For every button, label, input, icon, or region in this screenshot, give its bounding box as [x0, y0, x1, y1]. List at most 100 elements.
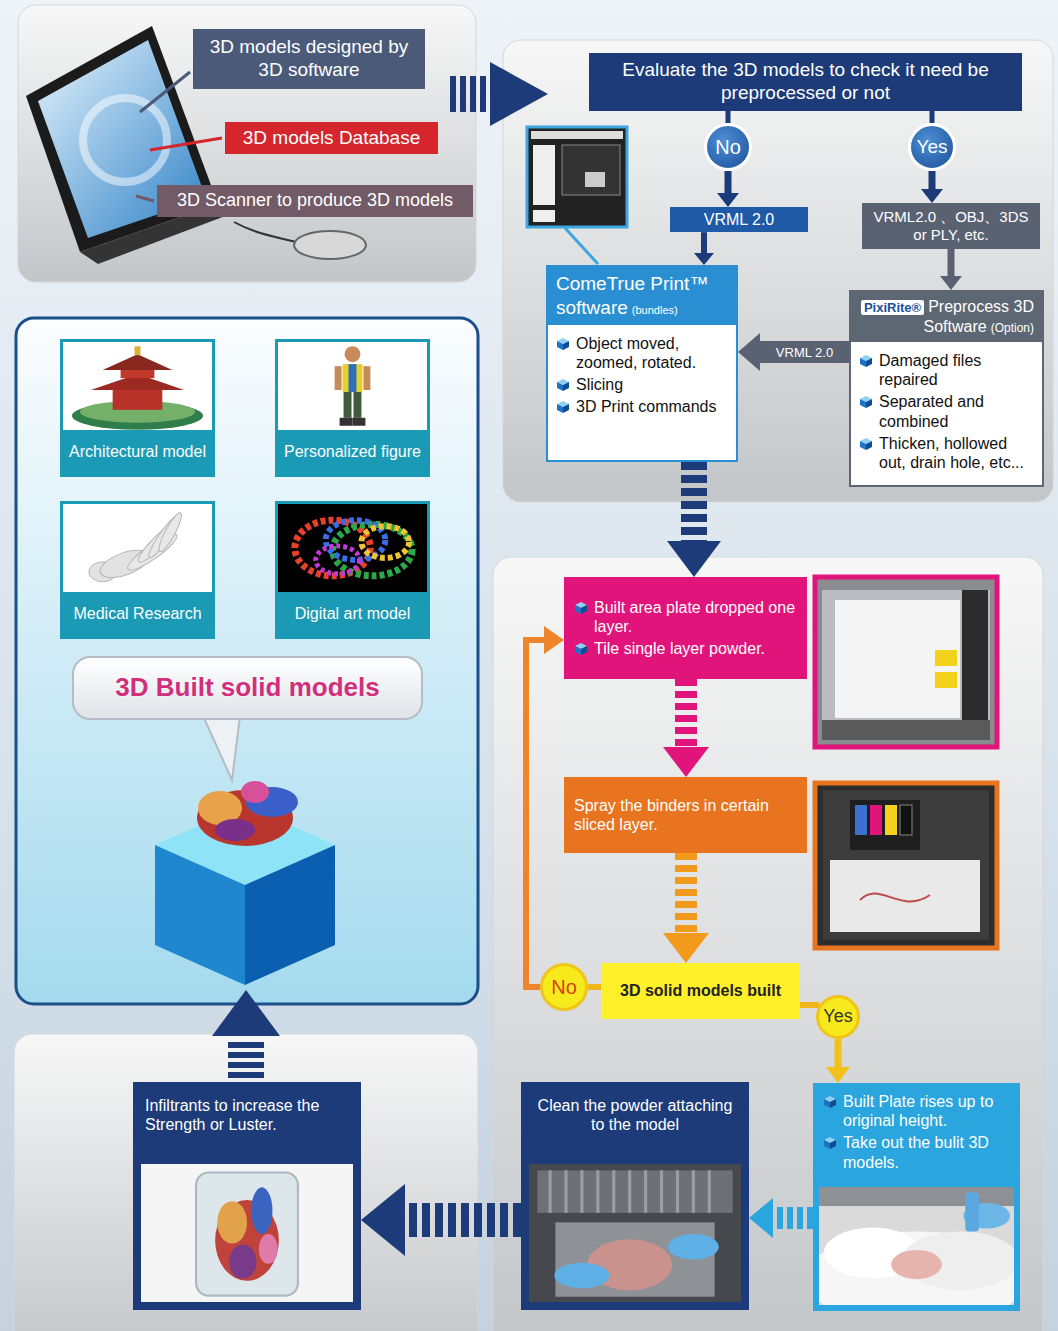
node-text: 3D models designed by 3D software — [203, 36, 415, 82]
format-box: VRML2.0 、OBJ、3DS or PLY, etc. — [862, 203, 1040, 249]
arrow-bar — [450, 76, 456, 112]
arrow-bar — [228, 1052, 264, 1058]
node-text: PixiRite® — [861, 300, 924, 315]
photo-part — [935, 650, 957, 666]
node-text: Architectural model — [67, 442, 208, 461]
bullet-item: Separated and combined — [859, 392, 1034, 430]
arrow-bar — [480, 76, 486, 112]
photo-shape — [316, 546, 360, 574]
text-area: Evaluate the 3D models to check it need … — [589, 53, 1022, 111]
tile-label: Personalized figure — [278, 430, 427, 474]
photo-shape — [349, 364, 357, 392]
source-box: 3D models designed by 3D software — [193, 29, 425, 89]
text-area: 3D Built solid models — [74, 666, 421, 709]
photo-part — [860, 894, 930, 902]
cube-face — [575, 646, 581, 655]
photo-part — [962, 590, 988, 740]
callout-line — [565, 228, 598, 264]
photo — [63, 504, 212, 592]
flow-arrow — [450, 62, 548, 126]
node-text: Separated and combined — [879, 392, 1034, 430]
node-text: Yes — [917, 136, 948, 159]
cube-bullet — [823, 1095, 837, 1109]
text-area: VRML2.0 、OBJ、3DS or PLY, etc. — [862, 204, 1040, 248]
panel-body: Object moved, zoomed, rotated.Slicing3D … — [548, 325, 736, 426]
screenshot — [527, 127, 627, 227]
process-box: Clean the powder attaching to the model — [521, 1082, 749, 1310]
photo-part — [823, 790, 989, 940]
screenshot-part — [533, 145, 555, 205]
heart-model — [215, 819, 255, 841]
flow-connector — [929, 171, 936, 189]
screenshot-part — [531, 131, 623, 139]
cube-face — [866, 441, 872, 450]
text-area: 3D models designed by 3D software — [193, 30, 425, 88]
flow-connector — [725, 171, 732, 193]
arrow-bar — [228, 1072, 264, 1078]
text-area: Spray the binders in certain sliced laye… — [564, 790, 807, 840]
arrow-bar — [228, 1062, 264, 1068]
photo-shape — [345, 346, 361, 362]
text-area: VRML 2.0 — [670, 207, 808, 232]
photo-drawing — [278, 342, 427, 430]
screenshot-part — [562, 145, 620, 195]
mouse-cable — [234, 222, 296, 242]
node-text: Tile single layer powder. — [594, 639, 765, 658]
photo-shape — [363, 366, 370, 390]
photo-shape — [965, 1192, 979, 1231]
photo-part — [822, 720, 990, 740]
printer-photo — [815, 783, 997, 948]
cube-face — [557, 382, 563, 391]
cube-bullet — [859, 395, 873, 409]
screenshot-part — [533, 210, 555, 222]
heart-model — [241, 781, 269, 803]
speech-bubble: 3D Built solid models — [72, 656, 423, 720]
bullet-item: Thicken, hollowed out, drain hole, etc..… — [859, 434, 1034, 472]
photo-shape — [251, 1187, 272, 1234]
photo — [529, 1164, 741, 1302]
node-text: 3D Print commands — [576, 397, 717, 416]
flow-connector — [675, 679, 697, 747]
cube-face — [581, 605, 587, 614]
panel — [493, 557, 1043, 1331]
bullet-item: Built Plate rises up to original height. — [823, 1092, 1010, 1130]
cube-face — [824, 1140, 830, 1149]
photo-drawing — [819, 1187, 1014, 1305]
node-text: (bundles) — [632, 304, 678, 316]
cube-face — [563, 341, 569, 350]
software-box: PixiRite®Preprocess 3D Software(Option)D… — [849, 290, 1044, 487]
arrow-bar — [470, 76, 476, 112]
process-box: Infiltrants to increase the Strength or … — [133, 1082, 361, 1310]
edge-label: VRML 2.0 — [773, 344, 836, 361]
cube-face — [830, 1140, 836, 1149]
node-text: No — [715, 135, 741, 159]
screenshot-part — [585, 172, 605, 187]
panel-body: Damaged files repairedSeparated and comb… — [851, 342, 1042, 481]
photo-shape — [335, 366, 342, 390]
panel — [18, 5, 476, 282]
photo — [63, 342, 212, 430]
photo-drawing — [63, 342, 212, 430]
format-box: VRML 2.0 — [670, 207, 808, 232]
answer-circle: No — [540, 963, 588, 1011]
node-text: Built area plate dropped one layer. — [594, 598, 797, 636]
bullet-item: Damaged files repaired — [859, 351, 1034, 389]
node-text: Take out the bulit 3D models. — [843, 1133, 1010, 1171]
photo-shape — [295, 520, 370, 576]
text-area: Built area plate dropped one layer. Tile … — [564, 589, 807, 668]
tile-label: Digital art model — [278, 592, 427, 636]
photo-part — [870, 805, 882, 835]
screen-swirl — [83, 98, 167, 182]
photo-shape — [196, 1172, 298, 1295]
leader-line — [136, 196, 154, 201]
flow-arrow — [212, 990, 280, 1078]
photo-shape — [103, 354, 173, 370]
decision-box: Evaluate the 3D models to check it need … — [589, 53, 1022, 111]
bullet-item: Built area plate dropped one layer. — [574, 598, 797, 636]
process-box: Spray the binders in certain sliced laye… — [564, 777, 807, 853]
cube-face — [860, 441, 866, 450]
cube-face — [824, 1099, 830, 1108]
node-text: No — [551, 975, 577, 999]
photo-shape — [353, 418, 366, 426]
photo-shape — [333, 524, 412, 576]
